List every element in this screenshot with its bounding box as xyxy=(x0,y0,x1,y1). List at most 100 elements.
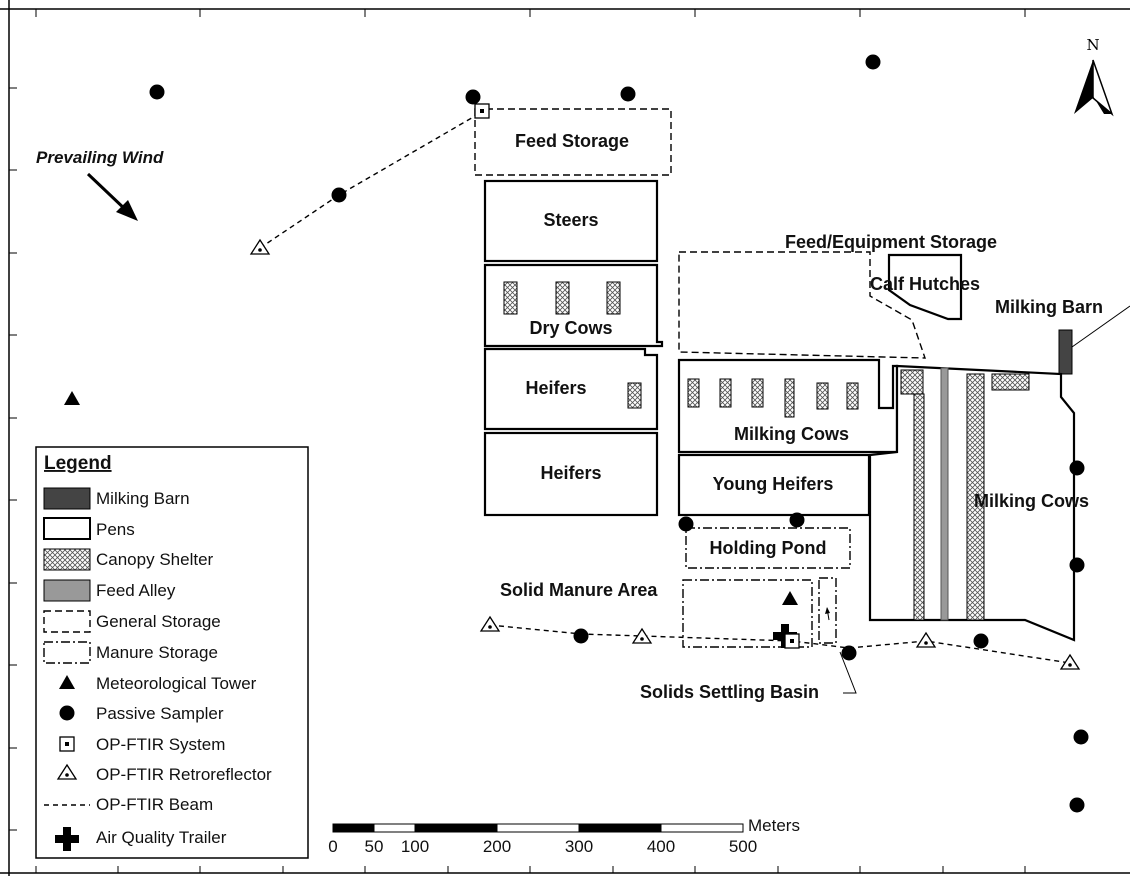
solid-manure-area xyxy=(682,579,813,648)
passive-sampler xyxy=(573,628,589,644)
canopy-shelter xyxy=(719,378,732,408)
canopy-shelter xyxy=(900,369,924,395)
feed-storage-label: Feed Storage xyxy=(515,131,629,151)
scale-tick: 50 xyxy=(365,837,384,856)
scale-unit: Meters xyxy=(748,816,800,835)
canopy-shelter xyxy=(846,382,859,410)
canopy-shelter xyxy=(966,373,985,621)
pen-steers xyxy=(483,179,659,263)
passive-sampler xyxy=(465,89,481,105)
canopy-shelter xyxy=(751,378,764,408)
north-arrow-icon: N xyxy=(1074,36,1114,117)
legend-label: Milking Barn xyxy=(96,489,190,508)
legend-label: Manure Storage xyxy=(96,643,218,662)
pen-young-heifers xyxy=(677,453,871,517)
scale-tick: 100 xyxy=(401,837,429,856)
pen-heifers-1 xyxy=(483,347,659,431)
legend-swatch-manure-storage xyxy=(43,641,91,664)
meteorological-tower-icon xyxy=(782,591,798,605)
solid-manure-area-label: Solid Manure Area xyxy=(500,580,658,600)
legend-swatch-milking-barn xyxy=(43,487,91,510)
canopy-shelter xyxy=(991,373,1030,391)
legend-label: General Storage xyxy=(96,612,221,631)
passive-sampler xyxy=(1069,557,1085,573)
scale-bar: Meters 0 50 100 200 300 400 500 xyxy=(328,816,800,856)
legend-swatch-general-storage xyxy=(43,610,91,633)
milking-cows-label-1: Milking Cows xyxy=(734,424,849,444)
retroreflector-icon xyxy=(1059,653,1081,670)
north-label: N xyxy=(1086,36,1099,54)
legend-swatch-canopy-shelter xyxy=(43,548,91,571)
canopy-shelter xyxy=(503,281,518,315)
canopy-shelter xyxy=(627,382,642,409)
wind-arrow-icon xyxy=(86,172,138,221)
young-heifers-label: Young Heifers xyxy=(713,474,834,494)
milking-barn-building xyxy=(1058,329,1073,375)
legend-label: Passive Sampler xyxy=(96,704,224,723)
passive-sampler xyxy=(1069,797,1085,813)
scale-tick: 0 xyxy=(328,837,337,856)
solids-settling-basin-label: Solids Settling Basin xyxy=(640,682,819,702)
legend-air-quality-trailer-icon xyxy=(55,827,79,851)
calf-hutches-label: Calf Hutches xyxy=(870,274,980,294)
legend-label: Air Quality Trailer xyxy=(96,828,227,847)
legend-label: Meteorological Tower xyxy=(96,674,257,693)
canopy-shelter xyxy=(913,393,925,621)
legend-retroreflector-icon xyxy=(56,763,78,780)
feed-alley xyxy=(940,367,949,621)
pen-heifers-2 xyxy=(483,431,659,517)
legend: Legend Milking Barn Pens Canopy Shelter … xyxy=(35,446,309,859)
canopy-shelter xyxy=(784,378,795,418)
pen-calf-hutches xyxy=(887,253,963,321)
retroreflector-icon xyxy=(631,627,653,644)
holding-pond xyxy=(685,527,851,569)
heifers-label-2: Heifers xyxy=(540,463,601,483)
scale-tick: 500 xyxy=(729,837,757,856)
passive-sampler xyxy=(678,516,694,532)
steers-label: Steers xyxy=(543,210,598,230)
op-ftir-system-icon xyxy=(474,103,490,119)
legend-label: OP-FTIR Beam xyxy=(96,795,213,814)
legend-meteorological-tower-icon xyxy=(59,675,75,689)
passive-sampler xyxy=(620,86,636,102)
legend-label: OP-FTIR Retroreflector xyxy=(96,765,272,784)
passive-sampler xyxy=(331,187,347,203)
milking-barn-leader xyxy=(1071,305,1130,348)
legend-passive-sampler-icon xyxy=(59,705,75,721)
canopy-shelter xyxy=(687,378,700,408)
legend-label: OP-FTIR System xyxy=(96,735,225,754)
passive-sampler xyxy=(1069,460,1085,476)
passive-sampler-points xyxy=(149,54,1089,813)
passive-sampler xyxy=(789,512,805,528)
passive-sampler xyxy=(1073,729,1089,745)
legend-swatch-pens xyxy=(43,517,91,540)
canopy-shelter xyxy=(555,281,570,315)
canopy-shelter xyxy=(606,281,621,315)
legend-op-ftir-system-icon xyxy=(59,736,75,752)
milking-barn-label: Milking Barn xyxy=(995,297,1103,317)
feed-equipment-storage-area xyxy=(678,251,926,359)
passive-sampler xyxy=(973,633,989,649)
settling-basin-leader xyxy=(839,651,857,694)
legend-box xyxy=(35,446,309,859)
meteorological-tower-icon xyxy=(64,391,80,405)
canopy-shelter xyxy=(816,382,829,410)
legend-title: Legend xyxy=(44,453,112,474)
feed-storage-area xyxy=(474,108,672,176)
dry-cows-label: Dry Cows xyxy=(529,318,612,338)
op-ftir-beam-north xyxy=(259,111,483,249)
passive-sampler xyxy=(865,54,881,70)
scale-tick: 200 xyxy=(483,837,511,856)
legend-label: Feed Alley xyxy=(96,581,176,600)
scale-tick: 400 xyxy=(647,837,675,856)
retroreflector-icon xyxy=(915,631,937,648)
milking-cows-label-2: Milking Cows xyxy=(974,491,1089,511)
prevailing-wind-label: Prevailing Wind xyxy=(36,148,164,167)
feed-equipment-storage-label: Feed/Equipment Storage xyxy=(785,232,997,252)
op-ftir-system-icon xyxy=(784,633,800,649)
passive-sampler xyxy=(149,84,165,100)
legend-label: Pens xyxy=(96,520,135,539)
retroreflector-icon xyxy=(249,238,271,255)
